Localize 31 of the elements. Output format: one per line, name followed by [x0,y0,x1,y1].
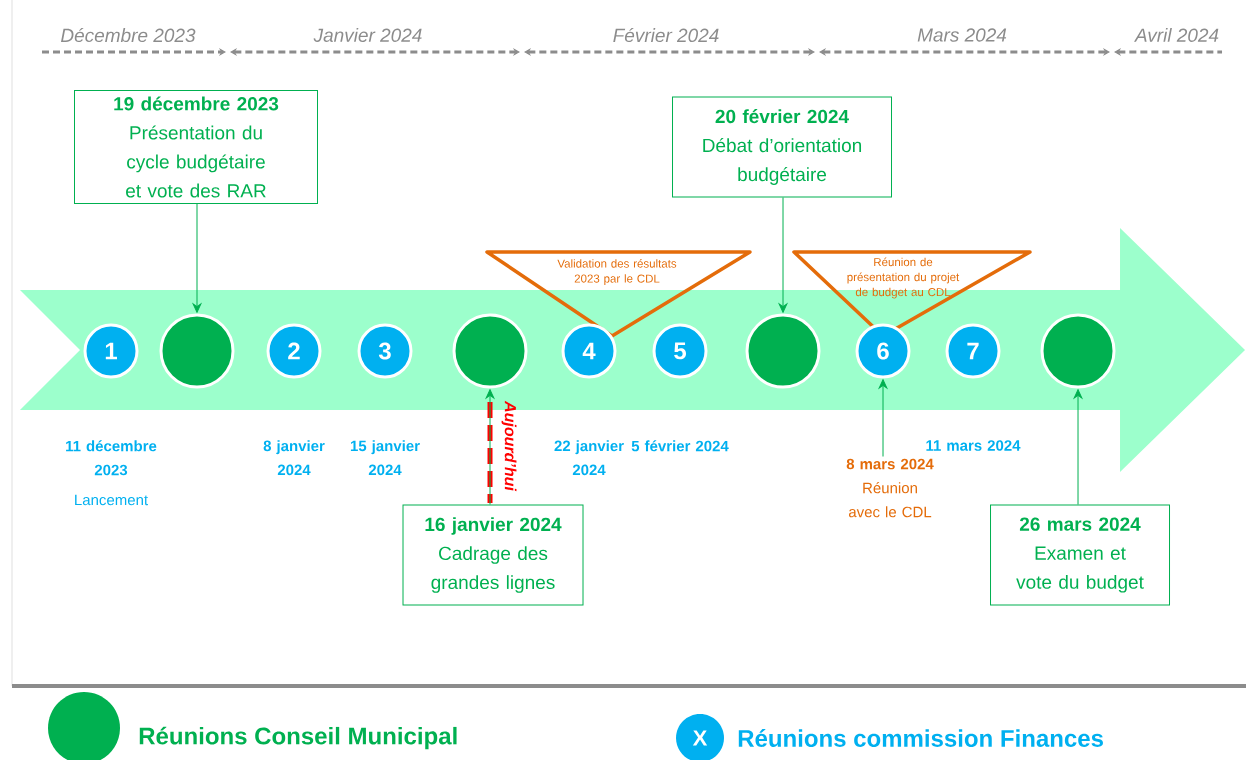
triangle-callout: Validation des résultats 2023 par le CDL [485,250,752,338]
arrow [192,203,202,313]
event-box: 16 janvier 2024 Cadrage des grandes lignes [402,504,584,606]
month-label: Décembre 2023 [61,27,196,43]
arrow [485,389,495,505]
month-label: Février 2024 [613,27,719,43]
date-label: 8 mars 2024 Réunion avec le CDL [846,458,934,518]
triangle-callout: Réunion de présentation du projet de budget au CDL [792,250,1032,338]
month-label: Mars 2024 [917,28,1007,42]
legend-label: Réunions commission Finances [738,729,1103,747]
meeting-circle [159,313,235,389]
arrow [778,197,788,313]
meeting-circle [452,313,528,389]
meeting-circle [745,313,821,389]
arrow [1073,389,1083,505]
event-box: 20 février 2024 Débat d’orientation budgétaire [672,96,892,198]
today-label: Aujourd’hui [501,400,517,492]
meeting-circle [1040,313,1116,389]
date-label: 11 décembre 2023 [66,440,157,476]
date-label: 15 janvier 2024 [350,440,420,476]
month-label: Janvier 2024 [313,28,422,42]
caption-label: Lancement [75,494,148,506]
date-label: 5 février 2024 [631,440,729,452]
event-box: 19 décembre 2023 Présentation du cycle budgétaire et vote des RAR [74,89,318,205]
date-label: 11 mars 2024 [926,440,1021,451]
month-label: Avril 2024 [1134,28,1219,42]
event-box: 26 mars 2024 Examen et vote du budget [990,504,1170,606]
legend-label: Réunions Conseil Municipal [139,726,457,750]
date-label: 22 janvier 2024 [554,440,624,476]
date-label: 8 janvier 2024 [263,440,325,476]
arrow [878,379,888,457]
